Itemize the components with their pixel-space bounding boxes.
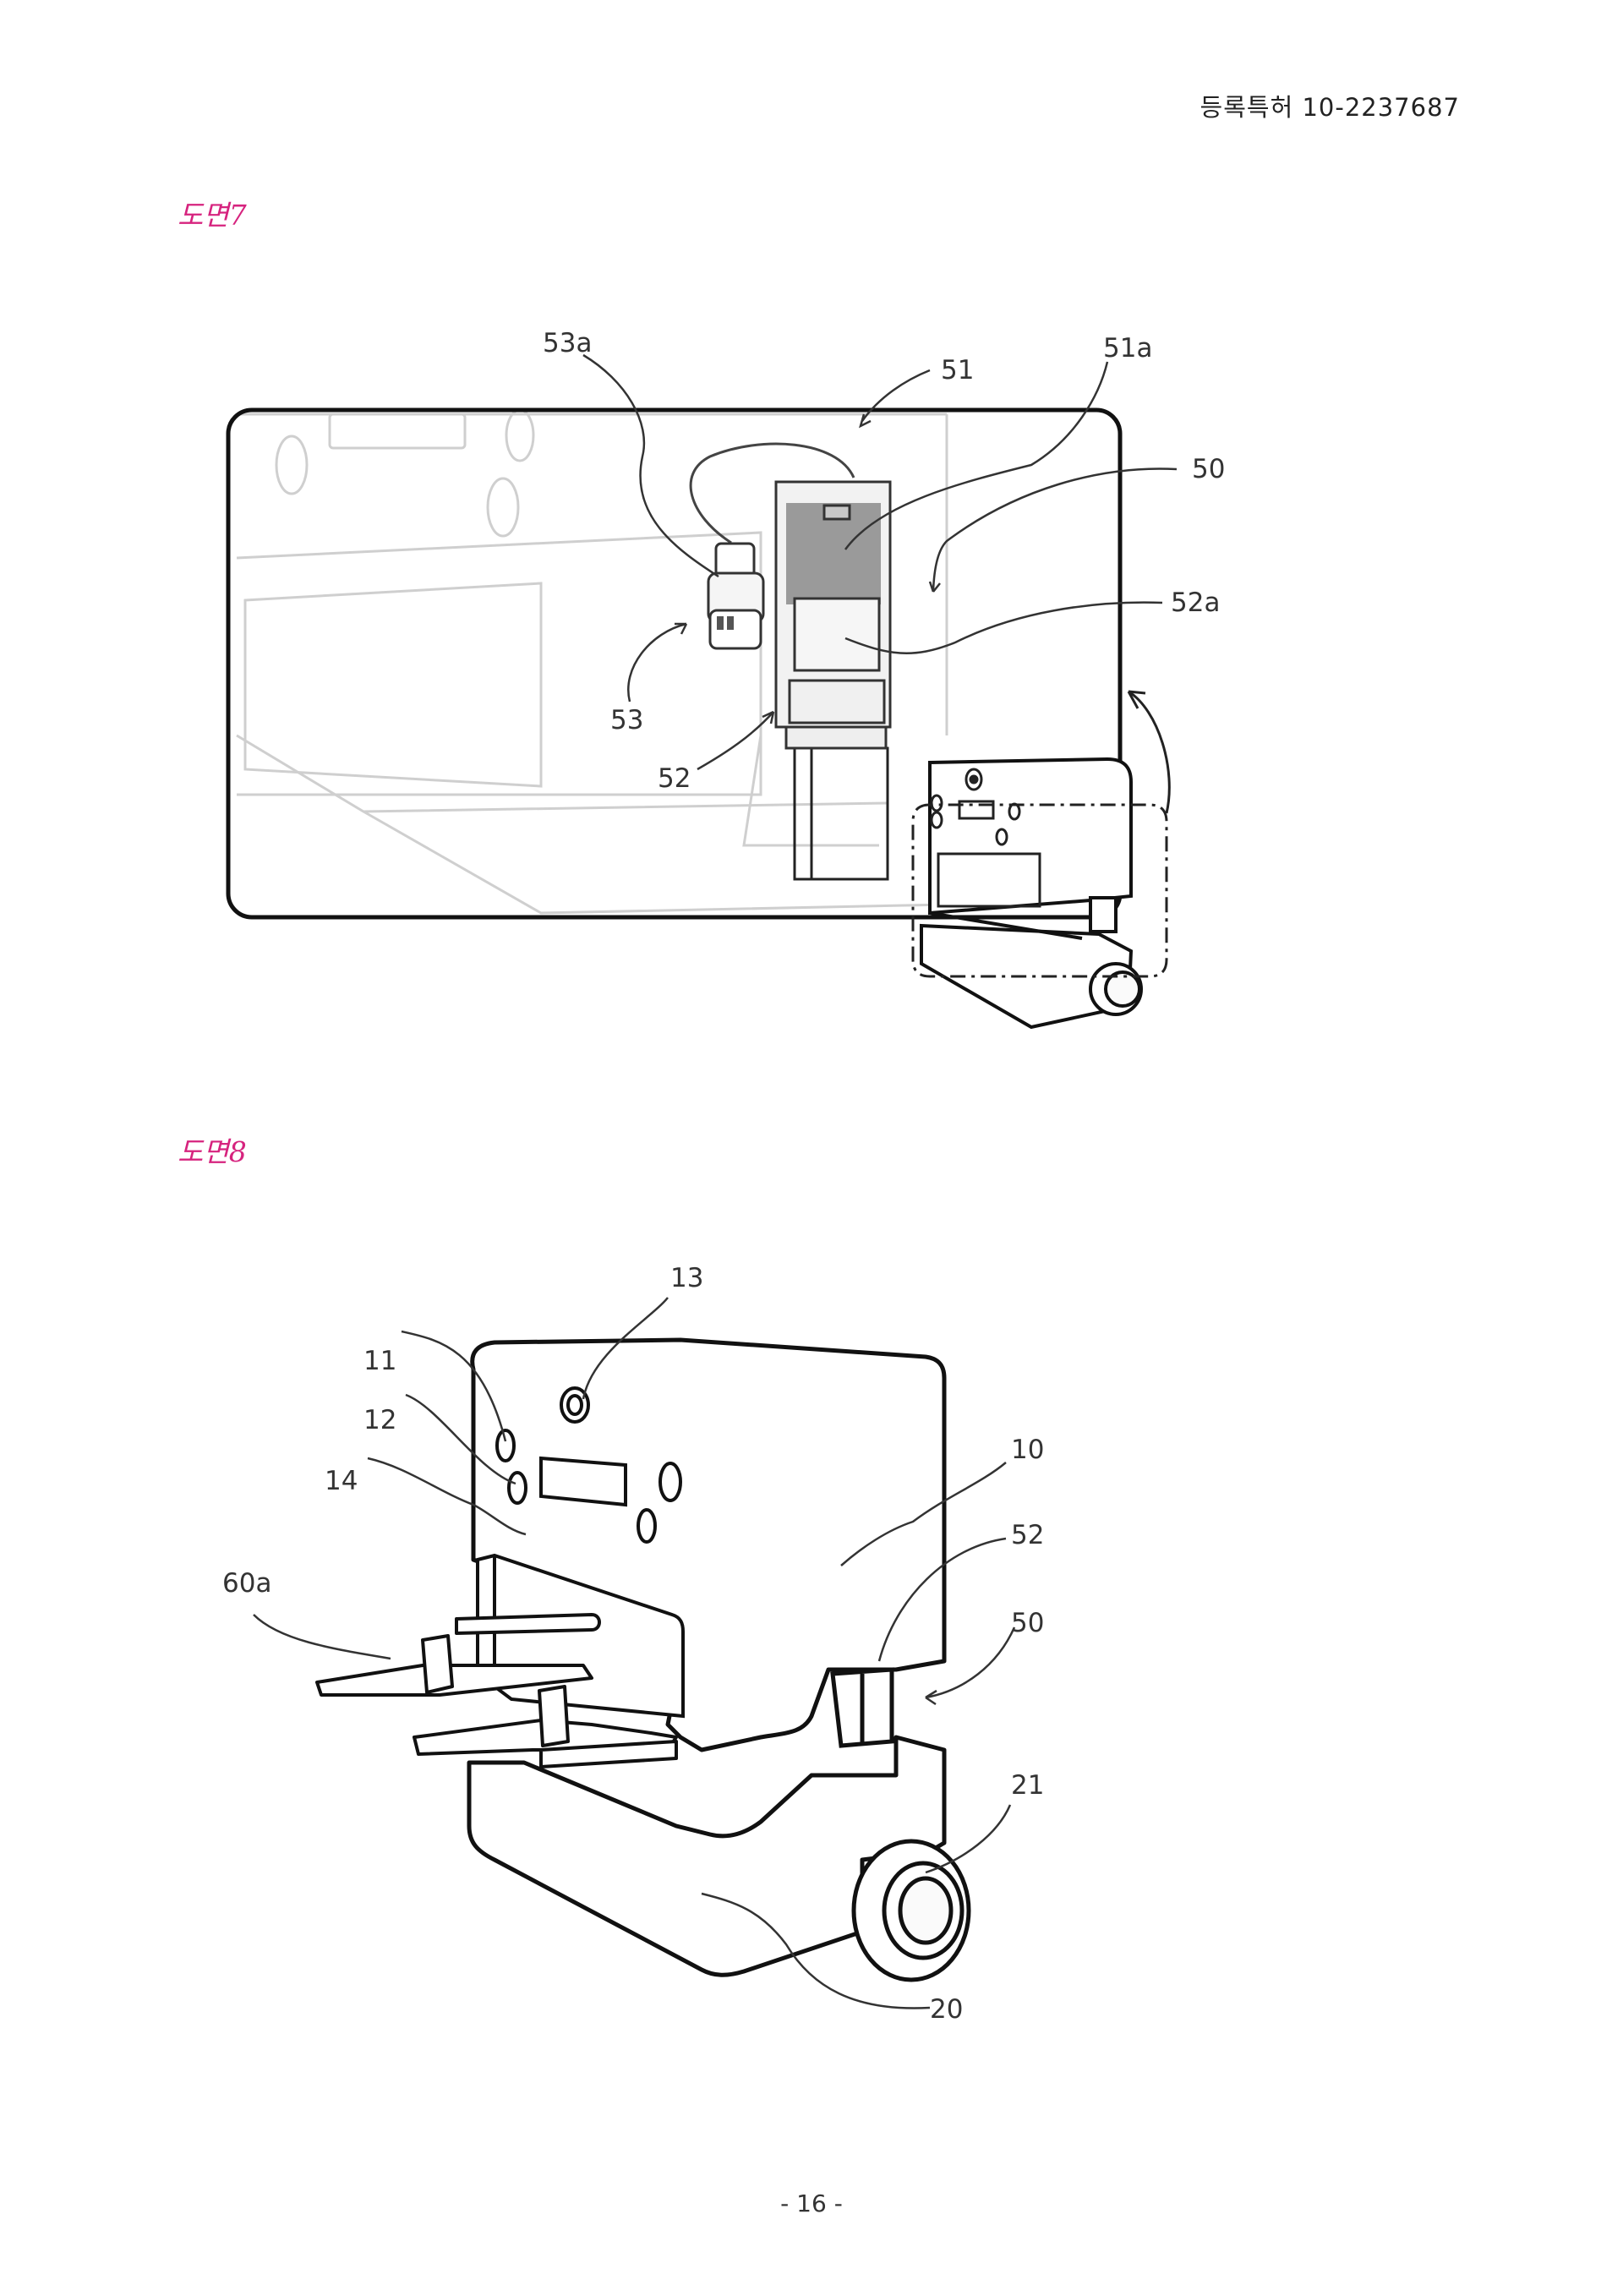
fig8-cart-legs [830, 1667, 894, 1748]
fig8-base-platform [467, 1735, 947, 1977]
fig8-label-52: 52 [1011, 1520, 1044, 1550]
fig8-cart-body [470, 1337, 947, 1752]
fig7-label-52: 52 [658, 763, 691, 794]
fig8-label-14: 14 [325, 1466, 358, 1496]
fig7-cable [689, 442, 855, 544]
fig8-wheel [851, 1839, 971, 1982]
patent-number-header: 등록특허 10-2237687 [1199, 93, 1460, 122]
fig7-label-51a: 51a [1103, 333, 1152, 364]
fig7-label-50: 50 [1192, 454, 1225, 484]
fig7-sensor-unit [774, 480, 892, 750]
fig8-label-21: 21 [1011, 1770, 1044, 1801]
fig7-cart-front-panel [930, 768, 1041, 908]
fig8-label-50: 50 [1011, 1608, 1044, 1638]
fig8-label-13: 13 [670, 1263, 703, 1293]
fig8-front-panel [495, 1386, 682, 1544]
fig8-label-10: 10 [1011, 1435, 1044, 1465]
fig8-label-20: 20 [930, 1994, 963, 2025]
fig7-small-cart [920, 757, 1143, 1030]
fig7-zoom-arrow [1128, 690, 1171, 814]
fig8-label-60a: 60a [222, 1568, 271, 1599]
fig8-leader-lines [253, 1297, 1016, 2009]
fig7-zoom-region [911, 803, 1168, 978]
fig7-label-52a: 52a [1171, 588, 1220, 618]
fig8-forks [315, 1613, 678, 1768]
fig7-leader-lines [582, 353, 1178, 771]
figure-7-title: 도면7 [178, 199, 247, 232]
figure-8-title: 도면8 [178, 1135, 247, 1168]
fig8-label-12: 12 [363, 1405, 396, 1435]
fig8-label-11: 11 [363, 1346, 396, 1376]
fig7-label-53: 53 [610, 705, 643, 735]
page-number: - 16 - [780, 2189, 843, 2217]
fig7-label-51: 51 [941, 355, 974, 385]
figure-7-drawing: 53a 51 51a 50 52a 53 52 [226, 328, 1225, 1030]
fig7-background-machine [236, 408, 948, 915]
fig7-shaft [793, 746, 889, 881]
fig7-connector [707, 542, 765, 650]
fig7-label-53a: 53a [543, 328, 592, 358]
fig7-machine-frame [226, 407, 1123, 920]
figure-8-drawing: 13 11 12 14 60a 10 52 50 21 20 [222, 1263, 1044, 2025]
